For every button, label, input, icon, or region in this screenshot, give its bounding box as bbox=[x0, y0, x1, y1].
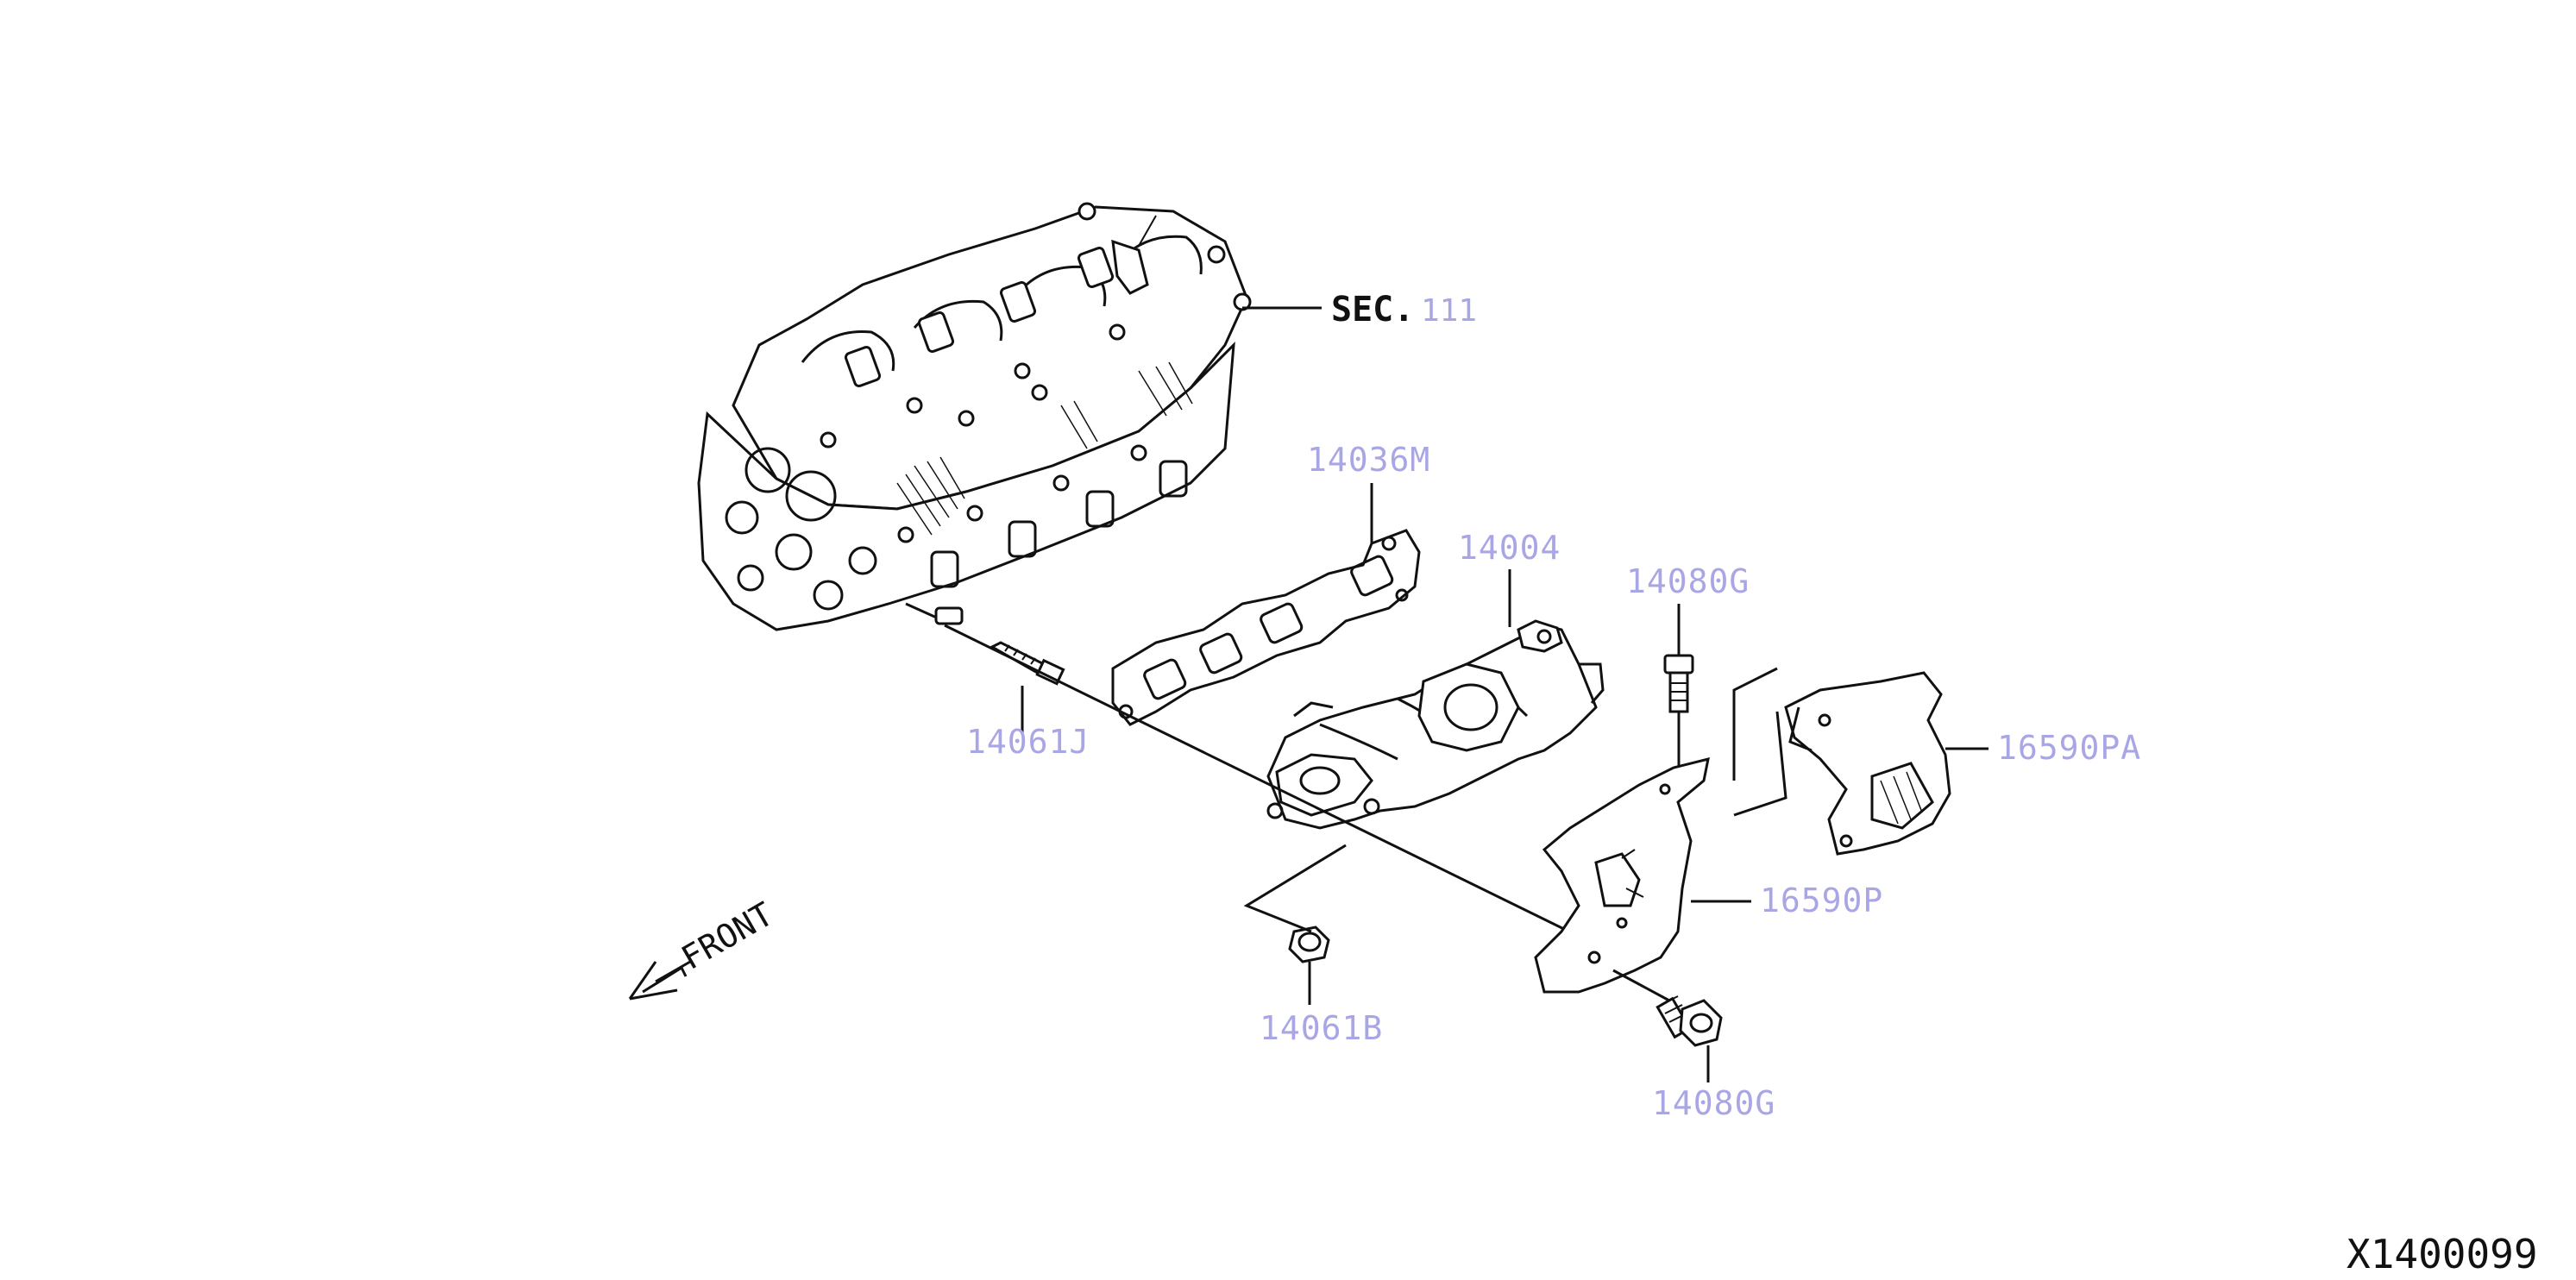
part-label-manifold[interactable]: 14004 bbox=[1458, 529, 1561, 567]
part-label-nut[interactable]: 14061B bbox=[1260, 1009, 1383, 1047]
part-label-bolt-upper[interactable]: 14080G bbox=[1626, 562, 1750, 600]
part-label-heat-shield-upper[interactable]: 16590PA bbox=[1997, 729, 2141, 767]
stud-illustration bbox=[989, 641, 1065, 686]
cylinder-head-illustration bbox=[697, 202, 1252, 631]
section-ref-number[interactable]: 111 bbox=[1421, 293, 1477, 329]
heat-shield-upper-illustration bbox=[1784, 671, 1951, 856]
shield-upper-leader-bracket-lower bbox=[1733, 711, 1787, 817]
bolt-lower-center-line bbox=[1612, 969, 1670, 1002]
nut-leader-bracket bbox=[1243, 844, 1347, 933]
head-hatching bbox=[896, 361, 1193, 536]
heat-shield-lower-illustration bbox=[1534, 756, 1710, 994]
assembly-centerline bbox=[944, 624, 1623, 959]
bolt-lower-illustration bbox=[1656, 995, 1723, 1047]
part-label-gasket[interactable]: 14036M bbox=[1307, 441, 1430, 479]
nut-illustration bbox=[1288, 925, 1330, 963]
front-label: FRONT bbox=[675, 894, 780, 976]
shield-upper-leader-bracket bbox=[1732, 667, 1778, 781]
diagram-code: X1400099 bbox=[2347, 1231, 2538, 1277]
part-label-stud[interactable]: 14061J bbox=[966, 723, 1090, 761]
part-label-bolt-lower[interactable]: 14080G bbox=[1652, 1084, 1775, 1122]
exhaust-gasket-illustration bbox=[1111, 529, 1421, 726]
part-label-heat-shield-lower[interactable]: 16590P bbox=[1760, 882, 1883, 919]
bolt-upper-illustration bbox=[1663, 654, 1694, 713]
front-arrow-icon bbox=[628, 960, 691, 1001]
front-direction-indicator: FRONT bbox=[628, 894, 780, 1001]
section-ref-prefix: SEC. bbox=[1331, 290, 1414, 329]
exhaust-manifold-illustration bbox=[1266, 619, 1605, 830]
